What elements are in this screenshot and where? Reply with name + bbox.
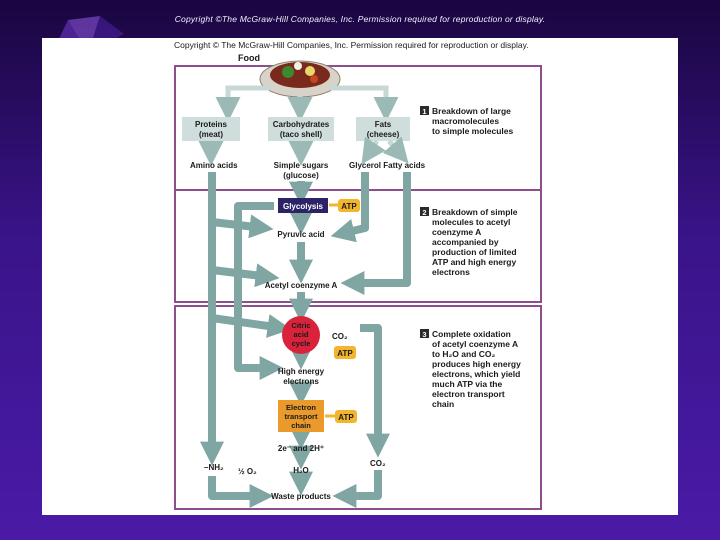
taco-plate-image bbox=[259, 60, 341, 98]
co2-citric-label: CO₂ bbox=[332, 332, 348, 341]
svg-text:macromolecules: macromolecules bbox=[432, 116, 499, 126]
svg-text:electron transport: electron transport bbox=[432, 389, 505, 399]
etc-label-3: chain bbox=[291, 421, 311, 430]
svg-text:3: 3 bbox=[422, 330, 426, 339]
atp-badge-citric bbox=[334, 346, 356, 359]
stage-1-description: 1 Breakdown of large macromolecules to s… bbox=[420, 106, 514, 136]
svg-text:chain: chain bbox=[432, 399, 454, 409]
atp-label-glycolysis: ATP bbox=[341, 202, 357, 211]
svg-text:electrons: electrons bbox=[432, 267, 470, 277]
simple-sugars-sub: (glucose) bbox=[283, 171, 319, 180]
glycolysis-label: Glycolysis bbox=[283, 202, 324, 211]
electrons-protons-label: 2e⁻ and 2H⁺ bbox=[278, 444, 324, 453]
citric-label-2: acid bbox=[293, 330, 308, 339]
proteins-label: Proteins bbox=[195, 120, 228, 129]
stage-2-box bbox=[174, 189, 542, 303]
svg-text:electrons, which yield: electrons, which yield bbox=[432, 369, 520, 379]
fats-label: Fats bbox=[375, 120, 392, 129]
svg-text:Breakdown of large: Breakdown of large bbox=[432, 106, 511, 116]
half-o2-label: ½ O₂ bbox=[238, 467, 257, 476]
citric-acid-cycle-circle bbox=[282, 316, 320, 354]
svg-text:much ATP via the: much ATP via the bbox=[432, 379, 502, 389]
svg-text:produces high energy: produces high energy bbox=[432, 359, 521, 369]
macro-to-product-arrows bbox=[198, 136, 409, 166]
svg-text:1: 1 bbox=[422, 107, 426, 116]
svg-text:coenzyme A: coenzyme A bbox=[432, 227, 481, 237]
metabolic-flow-arrows bbox=[200, 172, 411, 508]
amino-acids-label: Amino acids bbox=[190, 161, 238, 170]
svg-text:ATP and high energy: ATP and high energy bbox=[432, 257, 516, 267]
atp-badge-etc bbox=[335, 410, 357, 423]
h2o-label: H₂O bbox=[293, 466, 309, 475]
atp-label-citric: ATP bbox=[337, 349, 353, 358]
svg-text:to H₂O and CO₂: to H₂O and CO₂ bbox=[432, 349, 495, 359]
svg-text:accompanied by: accompanied by bbox=[432, 237, 499, 247]
carbohydrates-label: Carbohydrates bbox=[273, 120, 330, 129]
fats-sub: (cheese) bbox=[367, 130, 400, 139]
nh2-label: –NH₂ bbox=[204, 463, 224, 472]
svg-text:molecules to acetyl: molecules to acetyl bbox=[432, 217, 510, 227]
etc-label-2: transport bbox=[285, 412, 318, 421]
svg-text:Breakdown of simple: Breakdown of simple bbox=[432, 207, 518, 217]
glycerol-fatty-acids-label: Glycerol Fatty acids bbox=[349, 161, 426, 170]
svg-text:2: 2 bbox=[422, 208, 426, 217]
proteins-box bbox=[182, 117, 240, 141]
etc-label-1: Electron bbox=[286, 403, 316, 412]
svg-text:Complete oxidation: Complete oxidation bbox=[432, 329, 511, 339]
glycolysis-box bbox=[278, 198, 328, 213]
svg-text:of acetyl coenzyme A: of acetyl coenzyme A bbox=[432, 339, 518, 349]
high-energy-label-2: electrons bbox=[283, 377, 319, 386]
acetyl-coa-label: Acetyl coenzyme A bbox=[265, 281, 338, 290]
food-to-macro-arrows bbox=[215, 85, 399, 122]
svg-text:production of limited: production of limited bbox=[432, 247, 517, 257]
proteins-sub: (meat) bbox=[199, 130, 223, 139]
slide-copyright-note: Copyright ©The McGraw-Hill Companies, In… bbox=[174, 14, 546, 24]
citric-label-3: cycle bbox=[292, 339, 311, 348]
carbohydrates-sub: (taco shell) bbox=[280, 130, 323, 139]
waste-products-label: Waste products bbox=[271, 492, 331, 501]
stage-3-box bbox=[174, 305, 542, 510]
high-energy-label-1: High energy bbox=[278, 367, 325, 376]
carbohydrates-box bbox=[268, 117, 334, 141]
stage-2-description: 2 Breakdown of simple molecules to acety… bbox=[420, 207, 518, 277]
co2-bottom-label: CO₂ bbox=[370, 459, 386, 468]
svg-text:to simple molecules: to simple molecules bbox=[432, 126, 514, 136]
atp-badge-glycolysis bbox=[338, 199, 360, 212]
figure-panel: Copyright © The McGraw-Hill Companies, I… bbox=[42, 38, 678, 515]
citric-label-1: Citric bbox=[291, 321, 310, 330]
pyruvic-acid-label: Pyruvic acid bbox=[277, 230, 324, 239]
figure-copyright: Copyright © The McGraw-Hill Companies, I… bbox=[174, 40, 529, 50]
metabolism-diagram: Copyright © The McGraw-Hill Companies, I… bbox=[174, 40, 542, 510]
stage-3-description: 3 Complete oxidation of acetyl coenzyme … bbox=[420, 329, 521, 409]
food-label: Food bbox=[238, 53, 260, 63]
atp-label-etc: ATP bbox=[338, 413, 354, 422]
simple-sugars-label: Simple sugars bbox=[274, 161, 329, 170]
electron-transport-chain-box bbox=[278, 400, 324, 432]
